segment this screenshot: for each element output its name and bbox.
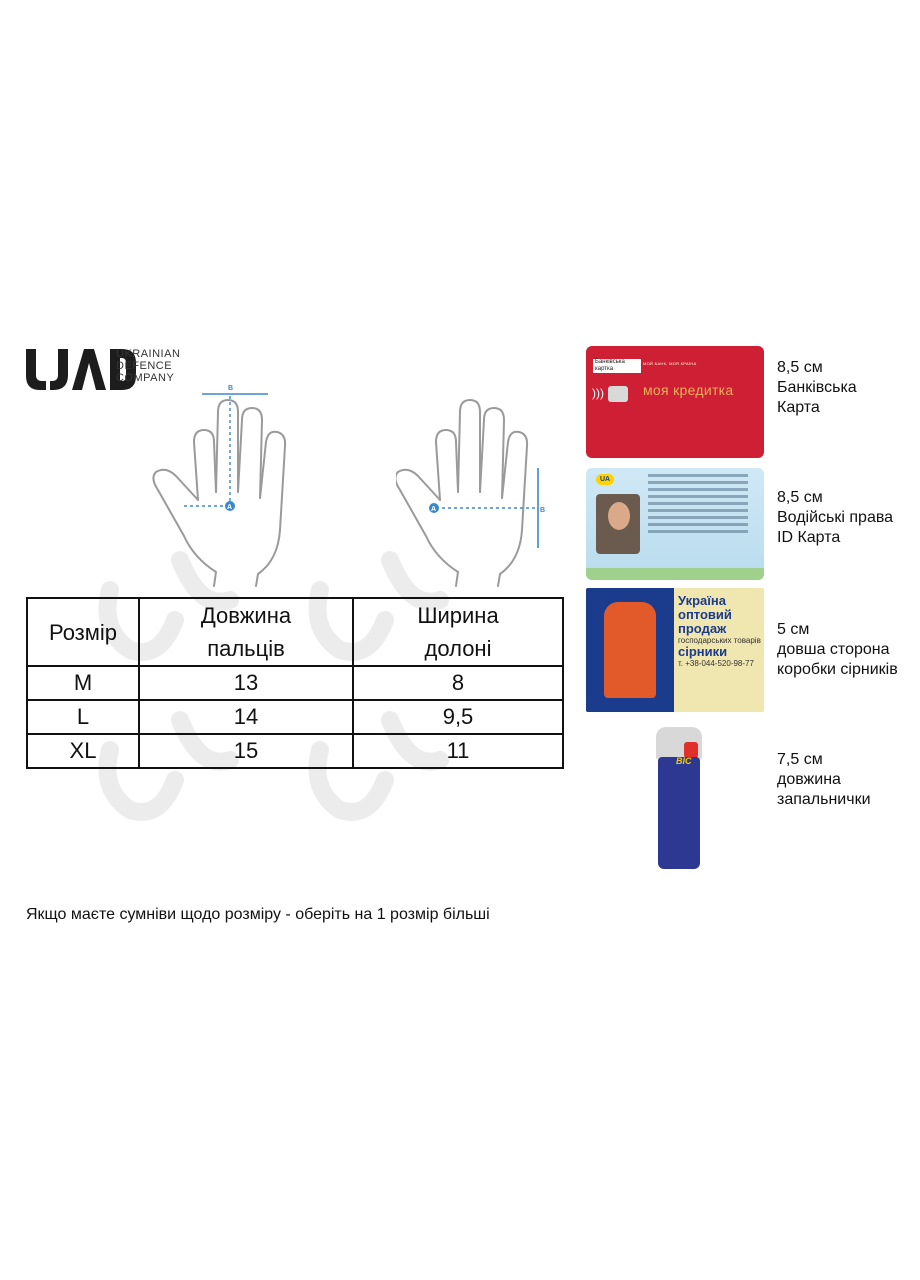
card-label: Банківська картка: [593, 359, 641, 373]
hand-diagram-finger-length: A B: [152, 385, 287, 587]
caption-line: 8,5 см: [777, 359, 823, 376]
chip-icon: [608, 386, 628, 402]
cell-palm-width: 9,5: [352, 699, 564, 735]
reference-caption-lighter: 7,5 см довжина запальнички: [777, 750, 871, 810]
marker-a-label: A: [227, 504, 232, 511]
driving-license-image: UA: [586, 468, 764, 580]
card-product-name: моя кредитка: [643, 382, 734, 398]
cell-palm-width: 11: [352, 733, 564, 769]
license-text-lines: [648, 474, 748, 537]
portrait-face: [608, 502, 630, 530]
reference-caption-bank-card: 8,5 см Банківська Карта: [777, 358, 857, 418]
cell-finger-length: 14: [138, 699, 354, 735]
uad-logo: [26, 349, 136, 390]
caption-line: запальнички: [777, 791, 871, 808]
matchbox-subtitle: оптовий продаж: [678, 607, 732, 636]
caption-line: довша сторона: [777, 641, 890, 658]
header-palm-width: Ширина долоні: [352, 597, 564, 667]
caption-line: коробки сірників: [777, 661, 898, 678]
table-row: XL 15 11: [26, 733, 564, 769]
table-row: L 14 9,5: [26, 699, 564, 735]
lighter-image: [658, 757, 700, 869]
matchbox-image: Україна оптовий продаж господарських тов…: [586, 588, 764, 712]
header-line: Ширина: [417, 603, 499, 628]
cell-palm-width: 8: [352, 665, 564, 701]
lighter-wheel: [684, 742, 698, 758]
bank-card-image: Банківська картка МОЙ БАНК. МОЯ КРАЇНА )…: [586, 346, 764, 458]
license-bottom-strip: [586, 568, 764, 580]
table-header-row: Розмір Довжина пальців Ширина долоні: [26, 597, 564, 667]
caption-line: ID Карта: [777, 529, 841, 546]
header-line: долоні: [424, 636, 492, 661]
caption-line: Карта: [777, 399, 820, 416]
logo-subtitle-line: UKRAINIAN: [116, 348, 181, 360]
contactless-icon: ))): [592, 386, 604, 400]
caption-line: 8,5 см: [777, 489, 823, 506]
matchbox-title: Україна: [678, 593, 727, 608]
marker-b-label: B: [228, 385, 233, 392]
header-size: Розмір: [26, 597, 140, 667]
marker-b-label: B: [540, 507, 545, 514]
caption-line: Водійські права: [777, 509, 894, 526]
size-table: Розмір Довжина пальців Ширина долоні M 1…: [26, 597, 564, 769]
matchbox-label-right: Україна оптовий продаж господарських тов…: [678, 593, 762, 669]
reference-caption-matchbox: 5 см довша сторона коробки сірників: [777, 620, 898, 680]
cell-size: L: [26, 699, 140, 735]
header-finger-length: Довжина пальців: [138, 597, 354, 667]
logo-subtitle: UKRAINIAN DEFENCE COMPANY: [116, 348, 180, 384]
cell-finger-length: 15: [138, 733, 354, 769]
logo-subtitle-line: COMPANY: [116, 372, 175, 384]
matchbox-phone: т. +38-044-520-98-77: [678, 659, 754, 668]
header-line: Довжина: [200, 603, 292, 628]
lighter-brand: BIC: [676, 756, 692, 766]
reference-caption-license: 8,5 см Водійські права ID Карта: [777, 488, 893, 548]
caption-line: 7,5 см: [777, 751, 823, 768]
cell-finger-length: 13: [138, 665, 354, 701]
cell-size: XL: [26, 733, 140, 769]
country-badge: UA: [596, 474, 614, 485]
matchbox-product: сірники: [678, 644, 728, 659]
blacksmith-figure: [604, 602, 656, 698]
table-row: M 13 8: [26, 665, 564, 701]
header-line: пальців: [207, 636, 285, 661]
card-bank-name: МОЙ БАНК. МОЯ КРАЇНА: [643, 361, 697, 366]
logo-subtitle-line: DEFENCE: [116, 360, 173, 372]
marker-a-label: A: [431, 506, 436, 513]
caption-line: довжина: [777, 771, 841, 788]
cell-size: M: [26, 665, 140, 701]
hand-diagram-palm-width: A B: [396, 399, 545, 587]
matchbox-small: господарських товарів: [678, 636, 761, 645]
caption-line: 5 см: [777, 621, 810, 638]
caption-line: Банківська: [777, 379, 857, 396]
sizing-advice: Якщо маєте сумніви щодо розміру - оберіт…: [26, 906, 490, 923]
